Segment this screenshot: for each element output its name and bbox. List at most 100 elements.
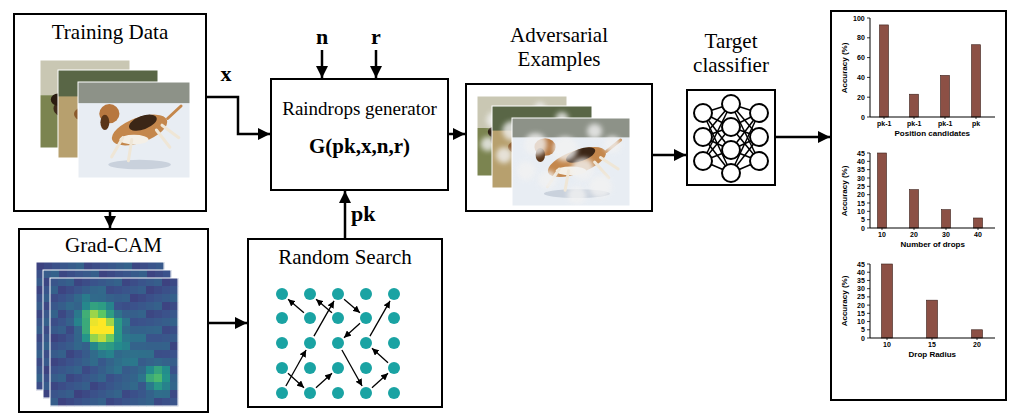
heatmap-cell: [43, 270, 51, 278]
tick-label: 40: [974, 231, 982, 238]
heatmap-cell: [108, 262, 116, 270]
tick-label: 15: [928, 341, 936, 348]
tick-label: 10: [857, 318, 865, 325]
heatmap-cell: [58, 350, 66, 358]
heatmap-cell: [114, 334, 122, 342]
heatmap-cell: [98, 374, 106, 382]
axis-line: [870, 117, 995, 118]
heatmap-cell: [130, 278, 138, 286]
bar: [910, 190, 919, 228]
photo: [512, 118, 630, 206]
heatmap-cell: [138, 358, 146, 366]
tick-label: 30: [857, 285, 865, 292]
heatmap-cell: [58, 390, 66, 398]
heatmap-cell: [154, 302, 162, 310]
heatmap-cell: [58, 278, 66, 286]
heatmap-cell: [58, 374, 66, 382]
heatmap-cell: [162, 390, 170, 398]
connector: [209, 322, 247, 325]
tick-label: 20: [857, 191, 865, 198]
tick-label: 60: [857, 54, 865, 61]
tick-label: 40: [857, 74, 865, 81]
bar: [882, 264, 893, 338]
heatmap-cell: [138, 326, 146, 334]
heatmap-cell: [146, 318, 154, 326]
tick-label: 5: [861, 216, 865, 223]
heatmap-cell: [50, 382, 58, 390]
heatmap-cell: [154, 318, 162, 326]
heatmap-cell: [146, 358, 154, 366]
tick-label: 25: [857, 293, 865, 300]
heatmap-cell: [114, 302, 122, 310]
heatmap-cell: [130, 358, 138, 366]
heatmap-cell: [58, 366, 66, 374]
heatmap-cell: [58, 382, 66, 390]
photo-frame: [512, 118, 630, 206]
box-title: Target classifier: [676, 29, 786, 77]
heatmap-cell: [90, 334, 98, 342]
heatmap-cell: [50, 326, 58, 334]
heatmap-cell: [162, 294, 170, 302]
heatmap-cell: [66, 366, 74, 374]
heatmap-frame: [43, 270, 171, 398]
box-title: Adversarial Examples: [487, 23, 631, 71]
heatmap-cell: [162, 310, 170, 318]
heatmap-cell: [99, 270, 107, 278]
axis-line: [870, 153, 871, 228]
raindrop: [538, 170, 557, 189]
heatmap-cell: [122, 310, 130, 318]
heatmap-cell: [130, 326, 138, 334]
heatmap-cell: [106, 286, 114, 294]
axis-title: Accuracy (%): [841, 165, 849, 216]
heatmap-cell: [130, 398, 138, 406]
candidate-dot: [332, 288, 344, 300]
heatmap-cell: [138, 318, 146, 326]
heatmap-cell: [114, 398, 122, 406]
heatmap-cell: [82, 310, 90, 318]
heatmap-cell: [84, 262, 92, 270]
heatmap-cell: [66, 334, 74, 342]
tick-label: 15: [857, 310, 865, 317]
heatmap-cell: [50, 318, 58, 326]
bar: [927, 300, 938, 338]
heatmap-cell: [106, 390, 114, 398]
heatmap-cell: [106, 278, 114, 286]
raindrop: [587, 124, 602, 139]
heatmap-cell: [138, 398, 146, 406]
heatmap-cell: [122, 334, 130, 342]
heatmap-cell: [154, 342, 162, 350]
heatmap-cell: [90, 366, 98, 374]
heatmap-cell: [122, 294, 130, 302]
input-symbol: r: [371, 26, 381, 48]
axis-line: [870, 18, 871, 117]
heatmap-cell: [154, 286, 162, 294]
candidate-dot: [304, 337, 316, 349]
search-arrow: [372, 373, 388, 387]
heatmap-cell: [58, 398, 66, 406]
tick-label: 25: [857, 183, 865, 190]
heatmap-cell: [130, 390, 138, 398]
candidate-dot: [332, 312, 344, 324]
heatmap-cell: [98, 366, 106, 374]
heatmap-cell: [146, 294, 154, 302]
edge-label: x: [219, 63, 234, 85]
heatmap-cell: [154, 366, 162, 374]
heatmap-cell: [74, 318, 82, 326]
heatmap-cell: [50, 286, 58, 294]
neuron: [722, 118, 740, 136]
heatmap-cell: [156, 262, 164, 270]
heatmap-cell: [123, 270, 131, 278]
heatmap-cell: [66, 310, 74, 318]
candidate-dot: [360, 362, 372, 374]
heatmap-cell: [50, 310, 58, 318]
candidate-dot: [304, 362, 316, 374]
tick-label: pk-1: [877, 120, 891, 127]
heatmap-cell: [83, 270, 91, 278]
heatmap-cell: [162, 358, 170, 366]
heatmap-cell: [138, 278, 146, 286]
heatmap-cell: [138, 366, 146, 374]
candidate-dot: [360, 387, 372, 399]
heatmap-cell: [66, 374, 74, 382]
heatmap-cell: [154, 390, 162, 398]
heatmap-cell: [130, 334, 138, 342]
